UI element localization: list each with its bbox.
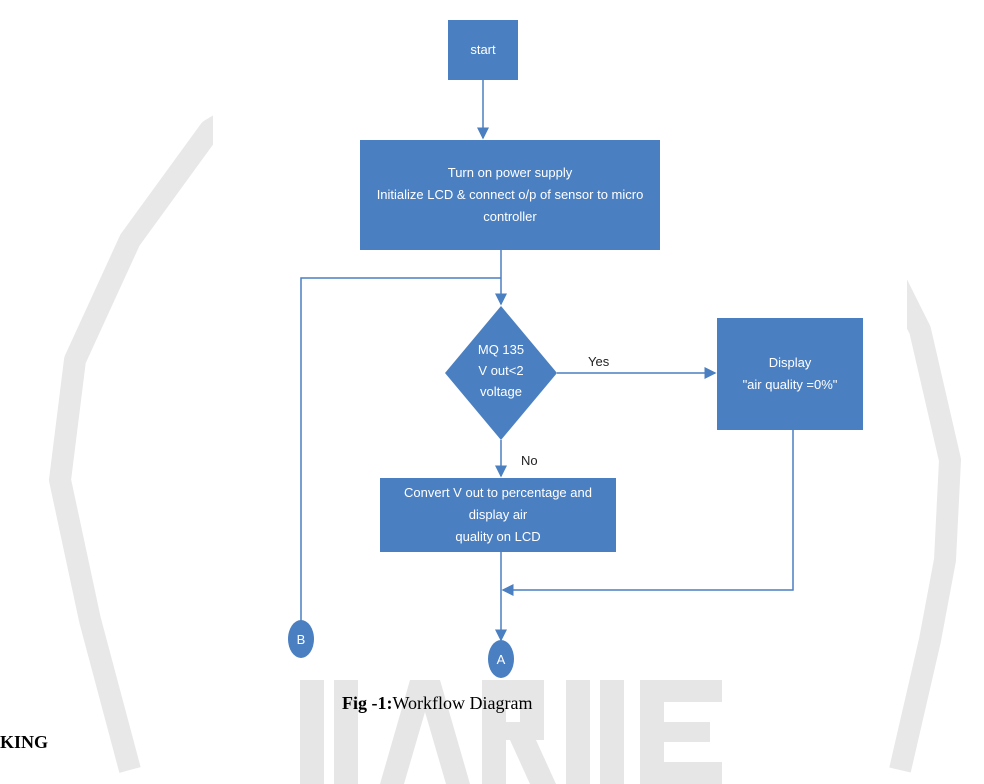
decision-line-3: voltage [480,384,522,399]
convert-node: Convert V out to percentage and display … [380,478,616,552]
side-text: KING [0,732,49,752]
display-line-2: "air quality =0%" [742,377,838,392]
init-node: Turn on power supply Initialize LCD & co… [360,140,660,250]
flowchart-edges [300,80,794,644]
edge-loop-b [300,277,501,644]
decision-line-2: V out<2 [478,363,524,378]
convert-line-2: quality on LCD [455,529,541,544]
connector-a-label: A [496,651,506,667]
decision-line-1: MQ 135 [477,342,525,357]
connector-b-label: B [296,631,306,647]
start-node-label: start [470,42,496,57]
connector-a: A [488,640,514,678]
edge-display-merge [501,430,794,596]
yes-label: Yes [588,354,610,369]
init-node-line-3: controller [483,209,537,224]
start-node: start [448,20,518,80]
caption-prefix: Fig -1: [342,693,393,713]
display-node: Display "air quality =0%" [717,318,863,430]
watermark-letters [300,680,722,784]
decision-node: MQ 135 V out<2 voltage [451,339,551,402]
caption-text: Workflow Diagram [392,693,533,713]
decision-diamond-shape [445,306,557,440]
flowchart-canvas: start Turn on power supply Initialize LC… [213,0,907,678]
convert-line-1: Convert V out to percentage and display … [404,485,592,522]
display-line-1: Display [768,355,812,370]
init-node-line-2: Initialize LCD & connect o/p of sensor t… [376,187,644,202]
figure-caption: Fig -1:Workflow Diagram [342,693,533,714]
init-node-line-1: Turn on power supply [447,165,573,180]
connector-b: B [288,620,314,658]
no-label: No [521,453,538,468]
